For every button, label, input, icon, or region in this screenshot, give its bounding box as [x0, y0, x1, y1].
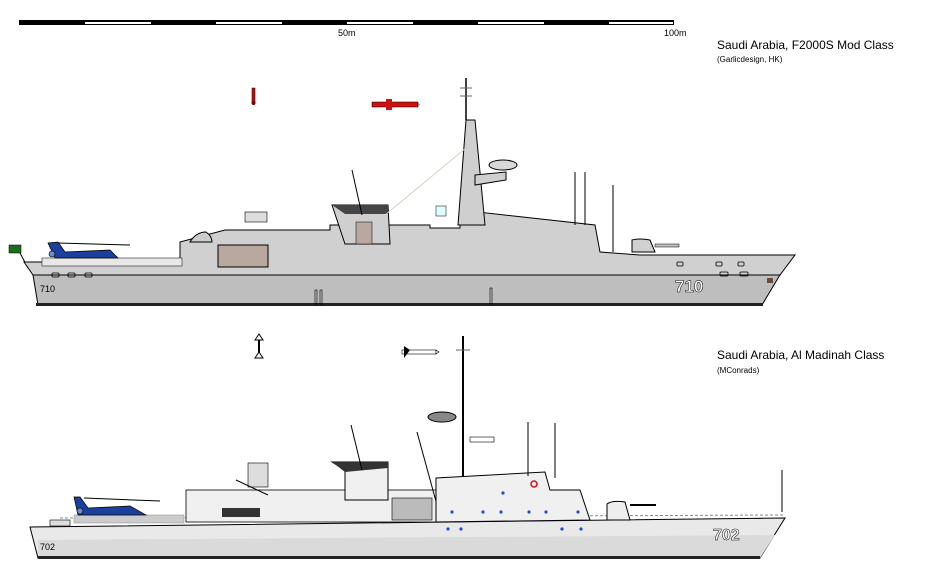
main-gun-icon	[631, 238, 680, 253]
scale-segment	[347, 22, 413, 24]
ship-drawing-al-madinah: 702 702	[29, 333, 786, 559]
sam-missile-icon	[254, 333, 264, 359]
hull-number: 702	[713, 527, 740, 544]
anti-ship-missile-icon	[401, 346, 440, 358]
ship-title: Saudi Arabia, Al Madinah Class	[717, 348, 885, 362]
scale-bar	[19, 20, 674, 25]
hull-number: 710	[675, 277, 703, 296]
scale-label-100m: 100m	[664, 28, 687, 38]
scale-label-50m: 50m	[338, 28, 356, 38]
scale-segment	[216, 22, 282, 24]
ship-credit: (Garlicdesign, HK)	[717, 55, 783, 64]
scale-segment	[609, 22, 673, 24]
helicopter-icon	[73, 496, 161, 516]
helicopter-icon	[47, 241, 131, 259]
ship-title: Saudi Arabia, F2000S Mod Class	[717, 38, 894, 52]
hull-number-stern: 710	[40, 284, 55, 294]
ship-credit: (MConrads)	[717, 366, 760, 375]
sam-missile-icon	[251, 87, 256, 105]
scale-segment	[478, 22, 544, 24]
anti-ship-missile-icon	[371, 99, 420, 110]
ship-drawing-f2000s: 710 710	[8, 78, 796, 306]
scale-segment	[85, 22, 151, 24]
hull-number-stern: 702	[40, 542, 55, 552]
main-gun-icon	[606, 500, 656, 521]
flag-icon	[8, 244, 29, 269]
